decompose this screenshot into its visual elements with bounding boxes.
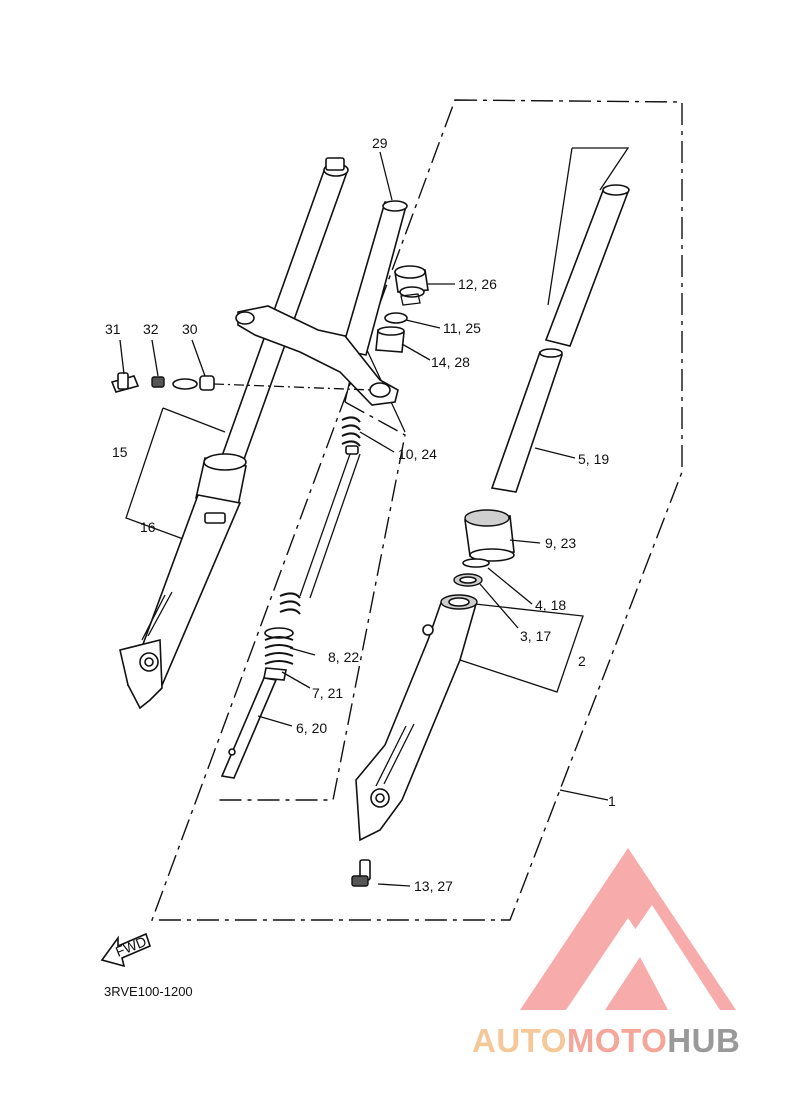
inner-tube-5-19 bbox=[490, 348, 564, 493]
callout-31: 31 bbox=[105, 321, 121, 337]
bracket-5-19 bbox=[547, 147, 630, 306]
callout-7-21: 7, 21 bbox=[312, 685, 343, 701]
circlip-4-18 bbox=[462, 558, 490, 568]
fork-spring-10-24 bbox=[279, 416, 361, 615]
callout-15: 15 bbox=[112, 444, 128, 460]
callout-5-19: 5, 19 bbox=[578, 451, 609, 467]
watermark-logo bbox=[520, 848, 736, 1010]
callout-8-22: 8, 22 bbox=[328, 649, 359, 665]
callout-14-28: 14, 28 bbox=[431, 354, 470, 370]
drain-bolt-13-27 bbox=[351, 859, 371, 887]
callout-30: 30 bbox=[182, 321, 198, 337]
callout-4-18: 4, 18 bbox=[535, 597, 566, 613]
inner-tube-upper bbox=[544, 184, 630, 347]
callout-2: 2 bbox=[578, 653, 586, 669]
callout-29: 29 bbox=[372, 135, 388, 151]
damper-rod-6-20 bbox=[220, 677, 278, 779]
callout-11-25: 11, 25 bbox=[443, 320, 481, 336]
fasteners-30-31-32 bbox=[110, 372, 373, 393]
diagram-code: 3RVE100-1200 bbox=[104, 984, 193, 999]
callout-32: 32 bbox=[143, 321, 159, 337]
callout-9-23: 9, 23 bbox=[545, 535, 576, 551]
brand-auto: AUTO bbox=[472, 1022, 567, 1059]
dust-seal-9-23 bbox=[464, 509, 515, 562]
bracket-15-16 bbox=[125, 407, 226, 541]
callout-13-27: 13, 27 bbox=[414, 878, 453, 894]
callout-10-24: 10, 24 bbox=[398, 446, 437, 462]
spacer-14-28 bbox=[375, 326, 405, 353]
callout-16: 16 bbox=[140, 519, 156, 535]
callout-3-17: 3, 17 bbox=[520, 628, 551, 644]
brand-hub: HUB bbox=[667, 1022, 740, 1059]
callout-12-26: 12, 26 bbox=[458, 276, 497, 292]
o-ring-11-25 bbox=[384, 312, 408, 324]
fwd-arrow-icon: FWD bbox=[100, 932, 151, 968]
outer-tube-2 bbox=[355, 594, 478, 842]
leader-lines bbox=[119, 151, 609, 887]
bracket-2 bbox=[459, 603, 584, 693]
rebound-spring-8-22 bbox=[263, 627, 294, 681]
left-fork-assembly bbox=[119, 157, 349, 710]
watermark-brand: AUTOMOTOHUB bbox=[472, 1022, 740, 1059]
callout-1: 1 bbox=[608, 793, 616, 809]
brand-moto: MOTO bbox=[567, 1022, 667, 1059]
cap-bolt-12-26 bbox=[394, 265, 429, 306]
under-bracket-29 bbox=[235, 200, 408, 406]
oil-seal-3-17 bbox=[453, 573, 483, 587]
assembly-1-dashed-boundary bbox=[150, 99, 683, 921]
spring-group-boundary bbox=[218, 401, 406, 801]
callout-6-20: 6, 20 bbox=[296, 720, 327, 736]
callout-labels: 29 12, 26 11, 25 14, 28 10, 24 5, 19 9, … bbox=[105, 135, 616, 894]
